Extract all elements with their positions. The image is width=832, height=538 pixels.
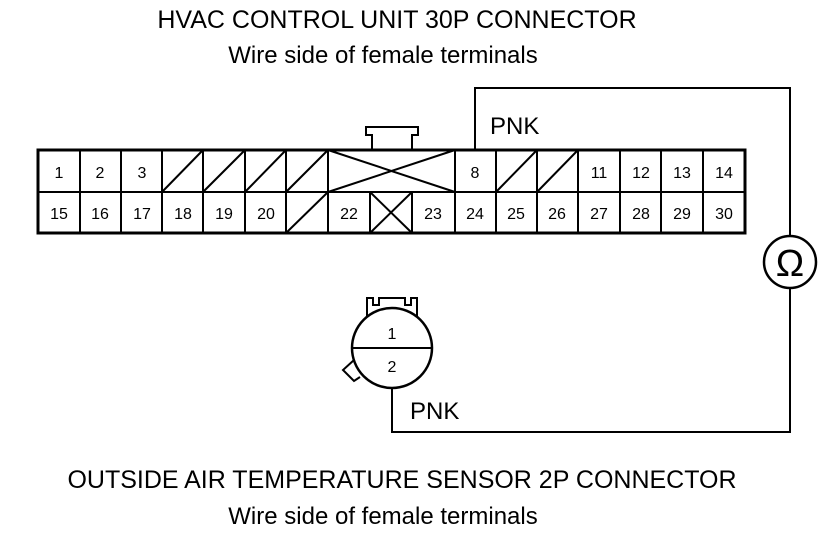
hvac-pin-labels: 1 2 3 8 11 12 13 14 15 16 17 18 19 20 22…: [50, 165, 733, 223]
hvac-pin-15: 15: [50, 206, 68, 223]
hvac-pin-25: 25: [507, 206, 525, 223]
hvac-pin-18: 18: [174, 206, 192, 223]
hvac-pin-19: 19: [215, 206, 233, 223]
hvac-pin-30: 30: [715, 206, 733, 223]
sensor-pin-2: 2: [388, 359, 397, 376]
hvac-pin-12: 12: [632, 165, 650, 182]
hvac-unused-cavities: [161, 149, 579, 234]
sensor-pin-1: 1: [388, 326, 397, 343]
ohm-symbol: Ω: [776, 243, 804, 285]
hvac-pin-24: 24: [466, 206, 484, 223]
hvac-pin-26: 26: [548, 206, 566, 223]
top-pnk-wire: [474, 87, 791, 236]
hvac-pin-2: 2: [96, 165, 105, 182]
hvac-pin-22: 22: [340, 206, 358, 223]
sensor-connector-key: [341, 359, 361, 383]
hvac-bottom-row-dividers: [79, 192, 704, 233]
hvac-pin-28: 28: [632, 206, 650, 223]
hvac-pin-29: 29: [673, 206, 691, 223]
sensor-connector-lock-tab: [366, 297, 418, 318]
sensor-connector-title: OUTSIDE AIR TEMPERATURE SENSOR 2P CONNEC…: [67, 466, 736, 494]
ohmmeter-icon: Ω: [762, 234, 818, 290]
hvac-30p-connector: 1 2 3 8 11 12 13 14 15 16 17 18 19 20 22…: [36, 126, 747, 235]
bottom-pnk-wire: [391, 288, 791, 433]
sensor-connector-subtitle: Wire side of female terminals: [228, 503, 537, 530]
hvac-pin-3: 3: [138, 165, 147, 182]
bottom-wire-color-label: PNK: [410, 398, 459, 425]
hvac-connector-lock-tab: [365, 126, 419, 150]
hvac-pin-11: 11: [591, 165, 608, 182]
hvac-connector-title: HVAC CONTROL UNIT 30P CONNECTOR: [157, 6, 636, 34]
hvac-pin-23: 23: [424, 206, 442, 223]
hvac-pin-27: 27: [590, 206, 608, 223]
hvac-pin-13: 13: [673, 165, 691, 182]
hvac-pin-1: 1: [55, 165, 64, 182]
hvac-top-row-dividers: [79, 150, 704, 192]
sensor-2p-connector: 1 2: [341, 297, 434, 390]
hvac-pin-17: 17: [133, 206, 151, 223]
top-wire-color-label: PNK: [490, 113, 539, 140]
hvac-pin-8: 8: [471, 165, 480, 182]
hvac-pin-14: 14: [715, 165, 733, 182]
hvac-pin-16: 16: [91, 206, 109, 223]
hvac-connector-subtitle: Wire side of female terminals: [228, 42, 537, 69]
hvac-pin-20: 20: [257, 206, 275, 223]
